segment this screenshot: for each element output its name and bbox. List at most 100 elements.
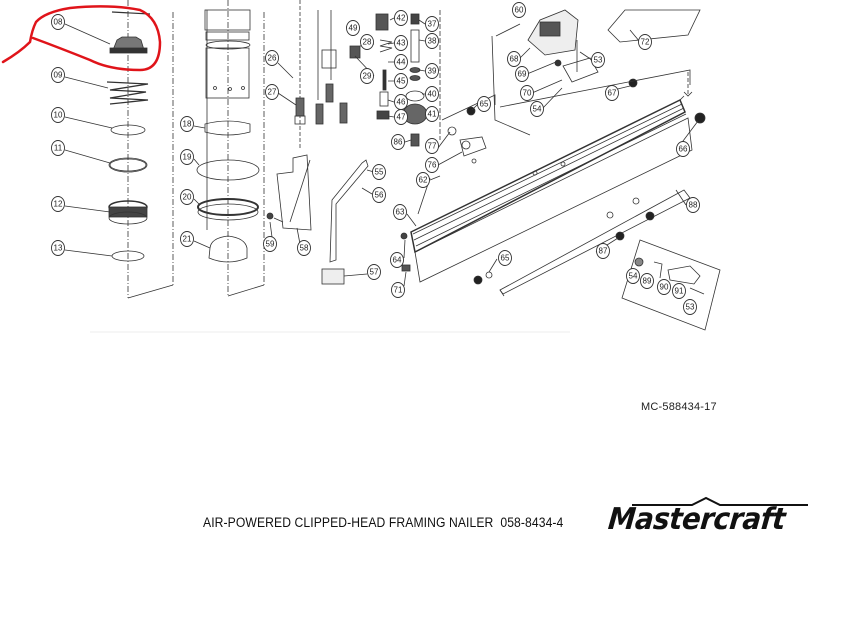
svg-text:37: 37 (428, 20, 437, 29)
svg-text:26: 26 (268, 54, 277, 63)
callout-39: 39 (425, 63, 439, 79)
callout-53: 53 (591, 52, 605, 68)
svg-text:62: 62 (419, 176, 428, 185)
callout-54: 54 (530, 101, 544, 117)
callout-68: 68 (507, 51, 521, 67)
svg-text:87: 87 (599, 247, 608, 256)
callout-38: 38 (425, 33, 439, 49)
callout-26: 26 (265, 50, 279, 66)
svg-text:65: 65 (480, 100, 489, 109)
svg-text:41: 41 (428, 110, 437, 119)
svg-text:39: 39 (428, 67, 437, 76)
callout-63: 63 (393, 204, 407, 220)
svg-text:46: 46 (397, 98, 406, 107)
callout-27: 27 (265, 84, 279, 100)
callout-08: 08 (51, 14, 65, 30)
callout-53b: 53 (683, 299, 697, 315)
callout-55: 55 (372, 164, 386, 180)
svg-text:88: 88 (689, 201, 698, 210)
svg-text:77: 77 (428, 142, 437, 151)
svg-text:65: 65 (501, 254, 510, 263)
svg-text:42: 42 (397, 14, 406, 23)
svg-text:67: 67 (608, 89, 617, 98)
callout-88: 88 (686, 197, 700, 213)
svg-text:59: 59 (266, 240, 275, 249)
svg-text:09: 09 (54, 71, 63, 80)
callout-47: 47 (394, 109, 408, 125)
callout-09: 09 (51, 67, 65, 83)
svg-text:27: 27 (268, 88, 277, 97)
highlight-annotation-icon (1, 5, 162, 72)
svg-text:19: 19 (183, 153, 192, 162)
callout-11: 11 (51, 140, 65, 156)
callout-29: 29 (360, 68, 374, 84)
roof-icon (632, 496, 808, 506)
callout-49: 49 (346, 20, 360, 36)
callout-65b: 65 (498, 250, 512, 266)
svg-text:68: 68 (510, 55, 519, 64)
svg-text:58: 58 (300, 244, 309, 253)
callout-13: 13 (51, 240, 65, 256)
svg-text:90: 90 (660, 283, 669, 292)
svg-text:63: 63 (396, 208, 405, 217)
svg-text:43: 43 (397, 39, 406, 48)
svg-text:20: 20 (183, 193, 192, 202)
svg-text:53: 53 (686, 303, 695, 312)
callout-91: 91 (672, 283, 686, 299)
svg-text:13: 13 (54, 244, 63, 253)
callout-65: 65 (477, 96, 491, 112)
svg-text:54: 54 (533, 105, 542, 114)
callout-45: 45 (394, 73, 408, 89)
svg-text:69: 69 (518, 70, 527, 79)
svg-text:66: 66 (679, 145, 688, 154)
svg-text:44: 44 (397, 58, 406, 67)
svg-text:45: 45 (397, 77, 406, 86)
callout-21: 21 (180, 231, 194, 247)
svg-text:86: 86 (394, 138, 403, 147)
svg-text:40: 40 (428, 90, 437, 99)
svg-text:12: 12 (54, 200, 63, 209)
callout-76: 76 (425, 157, 439, 173)
callout-77: 77 (425, 138, 439, 154)
svg-text:55: 55 (375, 168, 384, 177)
svg-text:71: 71 (394, 286, 403, 295)
svg-text:89: 89 (643, 277, 652, 286)
callout-90: 90 (657, 279, 671, 295)
brand-name: Mastercraft (606, 502, 787, 537)
callout-54b: 54 (626, 268, 640, 284)
callout-69: 69 (515, 66, 529, 82)
svg-text:60: 60 (515, 6, 524, 15)
callout-41: 41 (425, 106, 439, 122)
svg-text:76: 76 (428, 161, 437, 170)
callout-70: 70 (520, 85, 534, 101)
document-code: MC-588434-17 (641, 401, 717, 413)
svg-text:18: 18 (183, 120, 192, 129)
svg-text:70: 70 (523, 89, 532, 98)
callout-58: 58 (297, 240, 311, 256)
callout-labels: 08 09 10 11 12 13 18 19 20 21 26 27 28 29 49 42 43 44 45 46… (51, 2, 700, 315)
callout-72: 72 (638, 34, 652, 50)
svg-text:54: 54 (629, 272, 638, 281)
callout-18: 18 (180, 116, 194, 132)
callout-62: 62 (416, 172, 430, 188)
callout-44: 44 (394, 54, 408, 70)
callout-86: 86 (391, 134, 405, 150)
svg-text:28: 28 (363, 38, 372, 47)
svg-text:57: 57 (370, 268, 379, 277)
callout-87: 87 (596, 243, 610, 259)
svg-text:47: 47 (397, 113, 406, 122)
callout-89: 89 (640, 273, 654, 289)
svg-text:21: 21 (183, 235, 192, 244)
callout-10: 10 (51, 107, 65, 123)
callout-57: 57 (367, 264, 381, 280)
part-08-icon (109, 36, 148, 54)
product-title: AIR-POWERED CLIPPED-HEAD FRAMING NAILER … (203, 515, 564, 530)
callout-40: 40 (425, 86, 439, 102)
callout-43: 43 (394, 35, 408, 51)
callout-66: 66 (676, 141, 690, 157)
callout-20: 20 (180, 189, 194, 205)
svg-text:64: 64 (393, 256, 402, 265)
callout-67: 67 (605, 85, 619, 101)
callout-60: 60 (512, 2, 526, 18)
svg-text:91: 91 (675, 287, 684, 296)
